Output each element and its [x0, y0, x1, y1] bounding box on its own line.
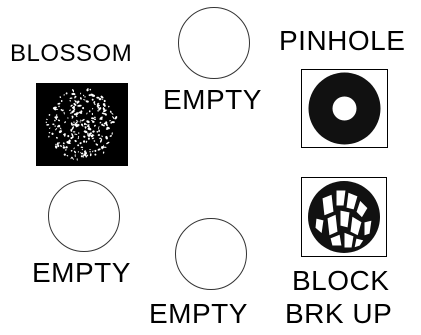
gobo-label: PINHOLE [279, 27, 405, 55]
pinhole-gobo-icon [301, 69, 388, 148]
gobo-label: EMPTY [163, 86, 262, 114]
block-breakup-gobo-icon [301, 177, 387, 257]
gobo-label: EMPTY [32, 259, 131, 287]
gobo-label: EMPTY [149, 300, 248, 328]
empty-slot-icon [175, 218, 247, 290]
blossom-gobo-icon [36, 83, 128, 166]
empty-slot-icon [48, 180, 120, 252]
empty-slot-icon [178, 7, 250, 79]
gobo-label: BLOSSOM [10, 42, 132, 66]
gobo-label-line1: BLOCK [292, 267, 389, 295]
gobo-label-line2: BRK UP [285, 300, 392, 328]
